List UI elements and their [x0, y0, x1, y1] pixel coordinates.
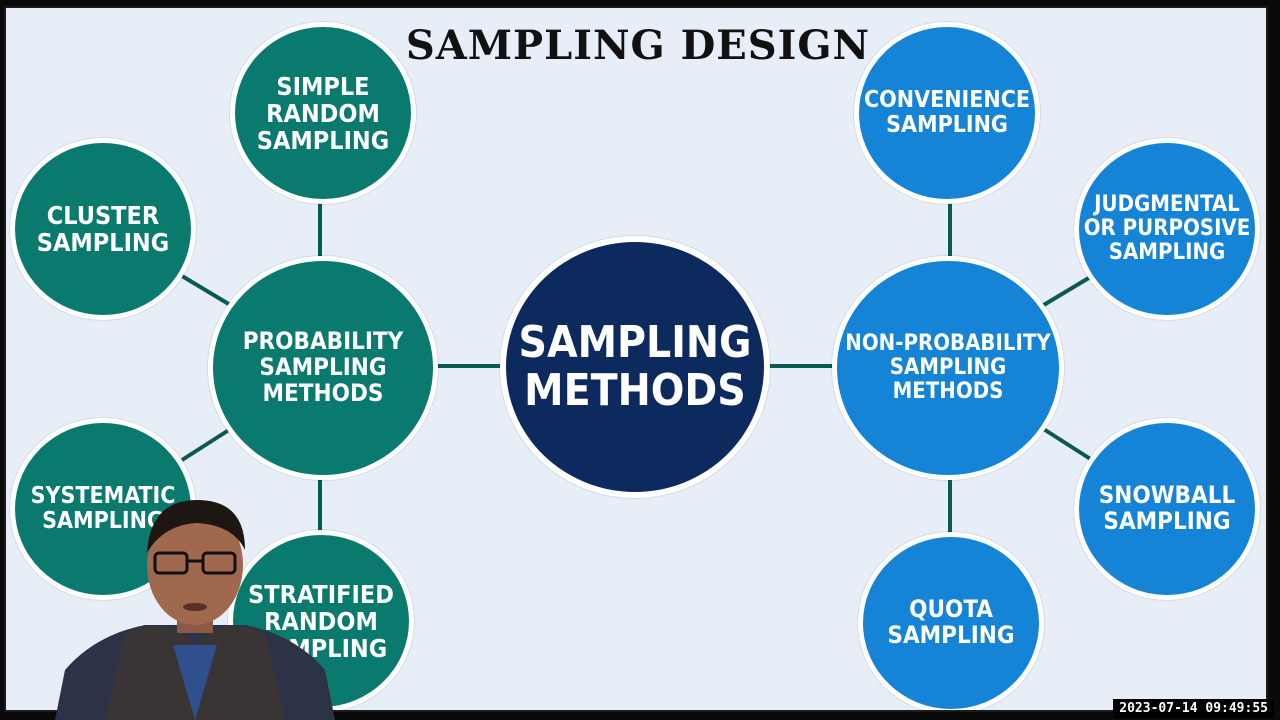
node-judgmental-purposive-sampling: JUDGMENTAL OR PURPOSIVE SAMPLING [1074, 138, 1260, 320]
node-sampling-methods: SAMPLING METHODS [500, 236, 770, 498]
connector-probability-systematic [180, 426, 234, 462]
node-convenience-sampling: CONVENIENCE SAMPLING [854, 22, 1040, 204]
node-simple-random-sampling: SIMPLE RANDOM SAMPLING [230, 22, 416, 204]
presenter-webcam-overlay [55, 500, 335, 720]
node-quota-sampling: QUOTA SAMPLING [858, 532, 1044, 710]
node-probability-sampling-methods: PROBABILITY SAMPLING METHODS [208, 256, 438, 480]
node-snowball-sampling: SNOWBALL SAMPLING [1074, 418, 1260, 600]
glasses-icon [153, 551, 237, 575]
slide: SAMPLING DESIGN SAMPLING METHODS PROBABI… [4, 6, 1268, 712]
presenter-hair [147, 500, 245, 553]
slide-title: SAMPLING DESIGN [405, 22, 871, 69]
presenter-face [147, 505, 243, 625]
connector-lines [180, 198, 1094, 536]
node-cluster-sampling: CLUSTER SAMPLING [10, 138, 196, 320]
video-timestamp: 2023-07-14 09:49:55 [1113, 699, 1274, 718]
presenter-shirt [173, 645, 217, 720]
presenter-mouth [183, 603, 207, 611]
connector-non-probability-judgmental [1040, 274, 1094, 308]
connector-non-probability-snowball [1040, 426, 1094, 462]
connector-probability-cluster [180, 274, 234, 308]
node-non-probability-sampling-methods: NON-PROBABILITY SAMPLING METHODS [832, 256, 1064, 480]
